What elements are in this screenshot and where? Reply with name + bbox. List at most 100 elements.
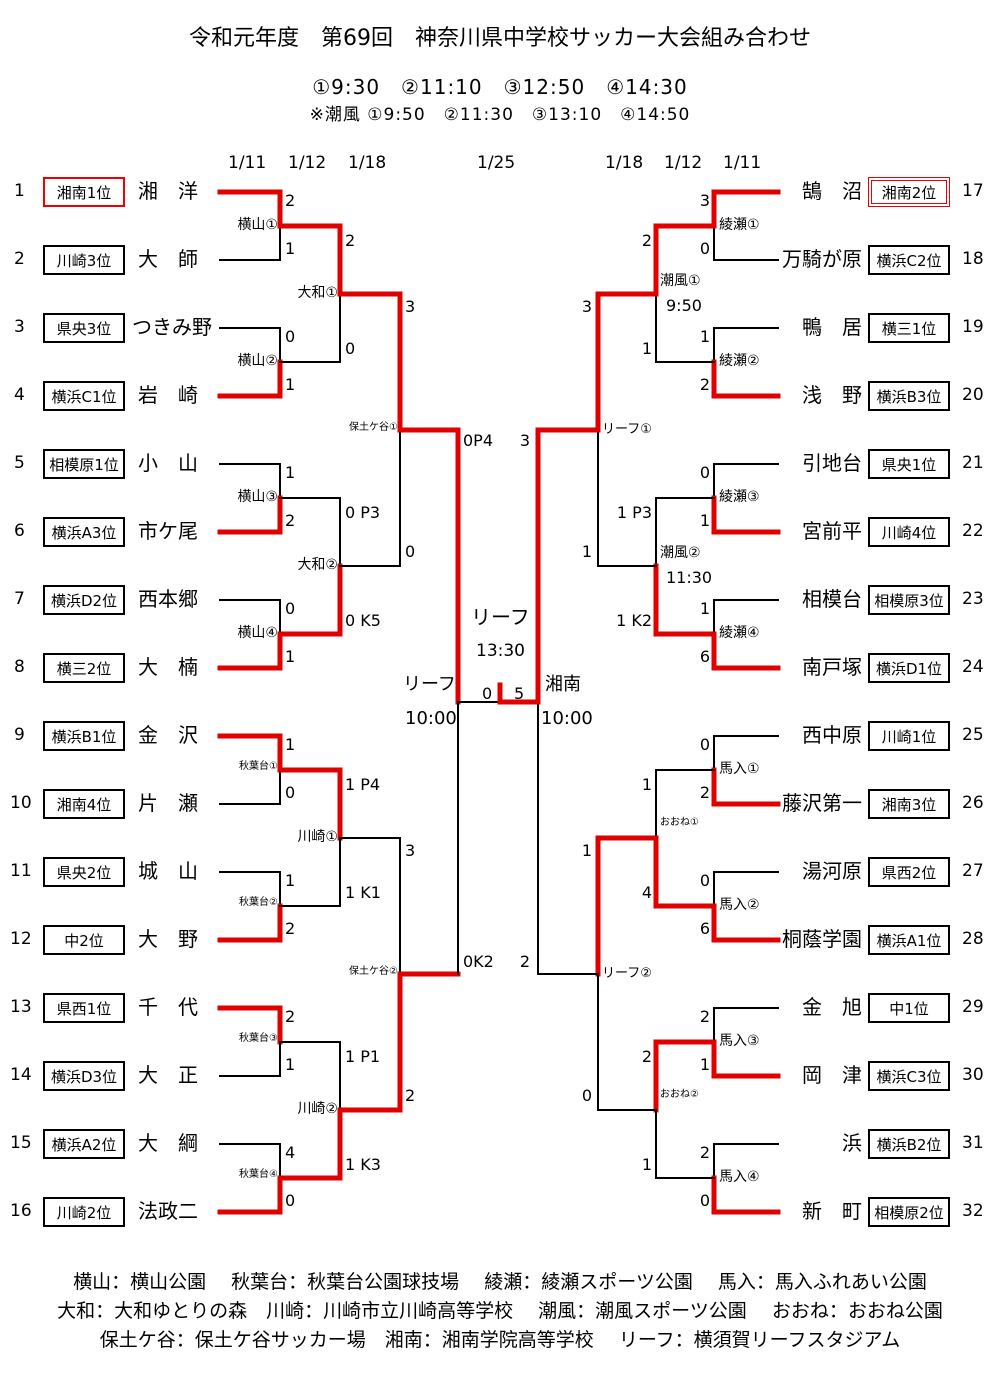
venue-r1: 馬入④: [719, 1169, 760, 1185]
date-right-r3: 1/18: [605, 153, 644, 173]
score-r1: 0: [285, 783, 296, 802]
seed-badge: 横浜D2位: [43, 585, 125, 615]
team-number: 32: [962, 1201, 984, 1221]
venue-r2: 潮風②: [660, 545, 701, 561]
score-r2: 1 P3: [616, 503, 652, 522]
final-score-left: 0: [482, 684, 493, 703]
score-r2: 1: [641, 775, 652, 794]
score-r3: 1: [581, 542, 592, 561]
team-number: 21: [962, 453, 984, 473]
team-number: 3: [14, 317, 25, 337]
score-r1: 2: [285, 919, 296, 938]
team-number: 25: [962, 725, 984, 745]
team-number: 27: [962, 861, 984, 881]
team-number: 28: [962, 929, 984, 949]
score-r1: 1: [285, 735, 296, 754]
team-name: 湯河原: [802, 859, 862, 883]
score-r3: 3: [581, 297, 592, 316]
score-r1: 0: [699, 239, 710, 258]
score-r3: 3: [405, 297, 416, 316]
seed-badge: 横浜D1位: [868, 653, 950, 683]
final-time: 13:30: [476, 641, 525, 661]
team-number: 20: [962, 385, 984, 405]
team-number: 12: [10, 929, 32, 949]
seed-badge: 横浜A3位: [43, 517, 125, 547]
score-r1: 1: [699, 511, 710, 530]
team-number: 13: [10, 997, 32, 1017]
seed-badge: 川崎1位: [868, 721, 950, 751]
seed-badge: 湘南3位: [868, 789, 950, 819]
venue-r1: 横山③: [237, 489, 278, 505]
date-left-r2: 1/12: [288, 153, 327, 173]
seed-badge: 川崎2位: [43, 1197, 125, 1227]
seed-badge: 横浜C2位: [868, 245, 950, 275]
venue-r1: 馬入②: [719, 897, 760, 913]
venue-time-r2: 9:50: [666, 296, 702, 315]
kickoff-times: ①9:30 ②11:10 ③12:50 ④14:30: [312, 75, 688, 99]
team-name: 千 代: [138, 995, 198, 1019]
team-number: 26: [962, 793, 984, 813]
team-number: 1: [14, 181, 25, 201]
seed-badge: 相模原1位: [43, 449, 125, 479]
team-name: 相模台: [802, 587, 862, 611]
venue-r2: 大和②: [297, 557, 338, 573]
venue-r1: 秋葉台①: [239, 761, 278, 772]
team-number: 23: [962, 589, 984, 609]
venue-r3: 保土ケ谷②: [349, 966, 398, 977]
venue-r1: 横山②: [237, 353, 278, 369]
team-name: 万騎が原: [782, 247, 862, 271]
venue-r1: 秋葉台④: [239, 1169, 278, 1180]
date-final: 1/25: [477, 153, 516, 173]
score-r2: 1 K2: [616, 611, 652, 630]
team-name: 西本郷: [138, 587, 198, 611]
seed-badge: 川崎4位: [868, 517, 950, 547]
seed-badge: 相模原3位: [868, 585, 950, 615]
venue-legend-line-3: 保土ケ谷：保土ケ谷サッカー場 湘南：湘南学院高等学校 リーフ：横須賀リーフスタジ…: [99, 1329, 901, 1351]
score-r1: 2: [699, 1143, 710, 1162]
seed-badge: 横三1位: [868, 313, 950, 343]
score-r1: 1: [285, 463, 296, 482]
date-right-r2: 1/12: [664, 153, 703, 173]
team-number: 5: [14, 453, 25, 473]
seed-badge: 県央3位: [43, 313, 125, 343]
team-number: 16: [10, 1201, 32, 1221]
venue-r1: 横山④: [237, 625, 278, 641]
seed-badge: 横浜B3位: [868, 381, 950, 411]
venue-r2: 川崎②: [297, 1101, 338, 1117]
team-name: 小 山: [138, 451, 198, 475]
score-r1: 2: [699, 1007, 710, 1026]
score-r2: 4: [641, 883, 652, 902]
score-r1: 2: [285, 1007, 296, 1026]
seed-badge: 横浜A2位: [43, 1129, 125, 1159]
venue-r2: 潮風①: [660, 273, 701, 289]
team-name: 南戸塚: [802, 655, 862, 679]
venue-time-r2: 11:30: [666, 568, 713, 587]
kickoff-times-shiokaze: ※潮風 ①9:50 ②11:30 ③13:10 ④14:50: [309, 105, 691, 125]
team-number: 11: [10, 861, 32, 881]
team-name: 片 瀬: [138, 791, 198, 815]
team-name: 宮前平: [802, 519, 862, 543]
seed-badge: 湘南4位: [43, 789, 125, 819]
team-number: 14: [10, 1065, 32, 1085]
seed-badge: 横浜B2位: [868, 1129, 950, 1159]
team-name: 大 野: [138, 927, 198, 951]
score-r1: 4: [285, 1143, 296, 1162]
team-name: 鴨 居: [802, 315, 862, 339]
seed-badge: 横浜A1位: [868, 925, 950, 955]
team-name: 金 沢: [138, 723, 198, 747]
score-r2: 0 P3: [345, 503, 381, 522]
score-r2: 2: [641, 1047, 652, 1066]
venue-legend-line-2: 大和：大和ゆとりの森 川崎：川崎市立川崎高等学校 潮風：潮風スポーツ公園 おおね…: [57, 1300, 943, 1322]
venue-r1: 横山①: [237, 217, 278, 233]
venue-r2: 大和①: [297, 285, 338, 301]
team-number: 10: [10, 793, 32, 813]
seed-badge: 横浜D3位: [43, 1061, 125, 1091]
venue-r2: 川崎①: [297, 829, 338, 845]
score-r2: 1: [641, 339, 652, 358]
team-name: 鵠 沼: [802, 179, 862, 203]
venue-r1: 綾瀬②: [719, 353, 760, 369]
team-number: 8: [14, 657, 25, 677]
seed-badge: 横浜C3位: [868, 1061, 950, 1091]
venue-r2: おおね①: [660, 817, 699, 828]
semi-left-time: 10:00: [405, 708, 457, 729]
